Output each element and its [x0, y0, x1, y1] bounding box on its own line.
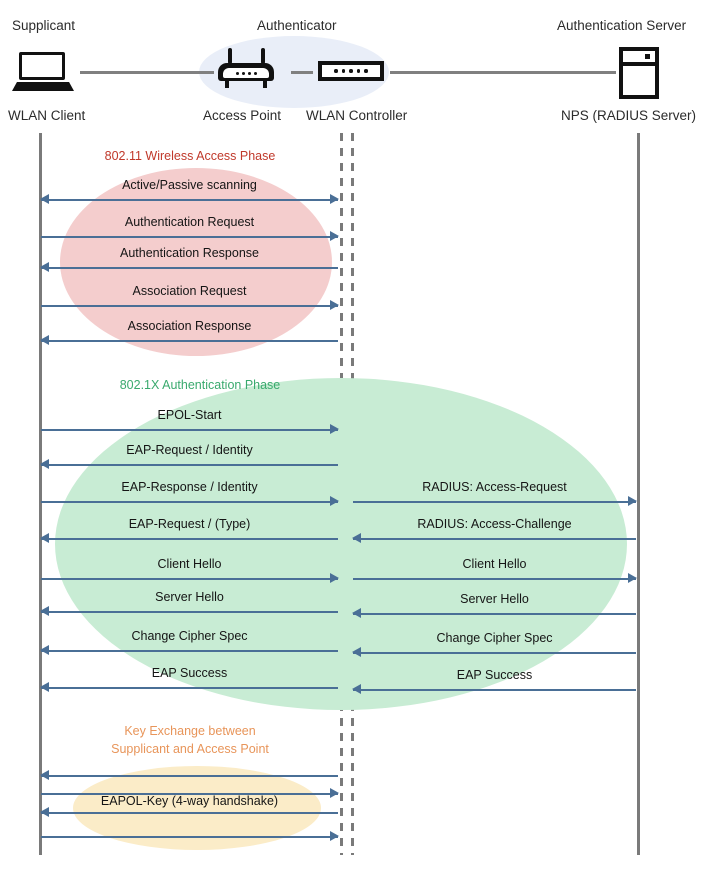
message-label: Change Cipher Spec [131, 629, 248, 643]
phase-label-key-exchange-line1: Key Exchange between [124, 724, 256, 738]
message-label: EAP-Request / (Type) [128, 517, 251, 531]
server-icon [619, 47, 659, 99]
message-label: Client Hello [157, 557, 222, 571]
message-label: Change Cipher Spec [436, 631, 553, 645]
message-label: Client Hello [462, 557, 527, 571]
laptop-icon [12, 52, 74, 92]
message-label: RADIUS: Access-Request [422, 480, 567, 494]
link-client-ap [80, 71, 214, 74]
message-label: EAPOL-Key (4-way handshake) [100, 794, 279, 808]
actor-role-supplicant: Supplicant [12, 18, 76, 33]
message-label: Server Hello [155, 590, 224, 604]
wlan-controller-icon [318, 61, 384, 81]
message-label: RADIUS: Access-Challenge [417, 517, 572, 531]
actor-device-wlan-client: WLAN Client [8, 108, 86, 123]
lifeline-radius-server [637, 133, 640, 855]
phase-label-key-exchange-line2: Supplicant and Access Point [111, 742, 269, 756]
actor-device-access-point: Access Point [203, 108, 282, 123]
phase-label-wireless-access: 802.11 Wireless Access Phase [104, 149, 276, 163]
phase-label-8021x-authentication: 802.1X Authentication Phase [119, 378, 281, 392]
message-label: Association Request [132, 284, 247, 298]
message-label: EAP Success [456, 668, 533, 682]
access-point-icon [218, 48, 274, 92]
message-label: Association Response [127, 319, 252, 333]
message-label: EAP-Response / Identity [121, 480, 258, 494]
link-controller-server [390, 71, 616, 74]
actor-role-authenticator: Authenticator [257, 18, 337, 33]
link-ap-controller [291, 71, 313, 74]
message-label: Active/Passive scanning [122, 178, 257, 192]
message-label: Authentication Request [124, 215, 255, 229]
message-label: EAP-Request / Identity [126, 443, 253, 457]
actor-device-nps-radius-server: NPS (RADIUS Server) [561, 108, 697, 123]
lifeline-supplicant [39, 133, 42, 855]
message-label: Authentication Response [120, 246, 259, 260]
message-label: Server Hello [460, 592, 529, 606]
message-label: EPOL-Start [157, 408, 222, 422]
message-label: EAP Success [151, 666, 228, 680]
phase-shade-8021x-authentication [55, 378, 627, 710]
actor-device-wlan-controller: WLAN Controller [306, 108, 408, 123]
actor-role-authentication-server: Authentication Server [557, 18, 687, 33]
